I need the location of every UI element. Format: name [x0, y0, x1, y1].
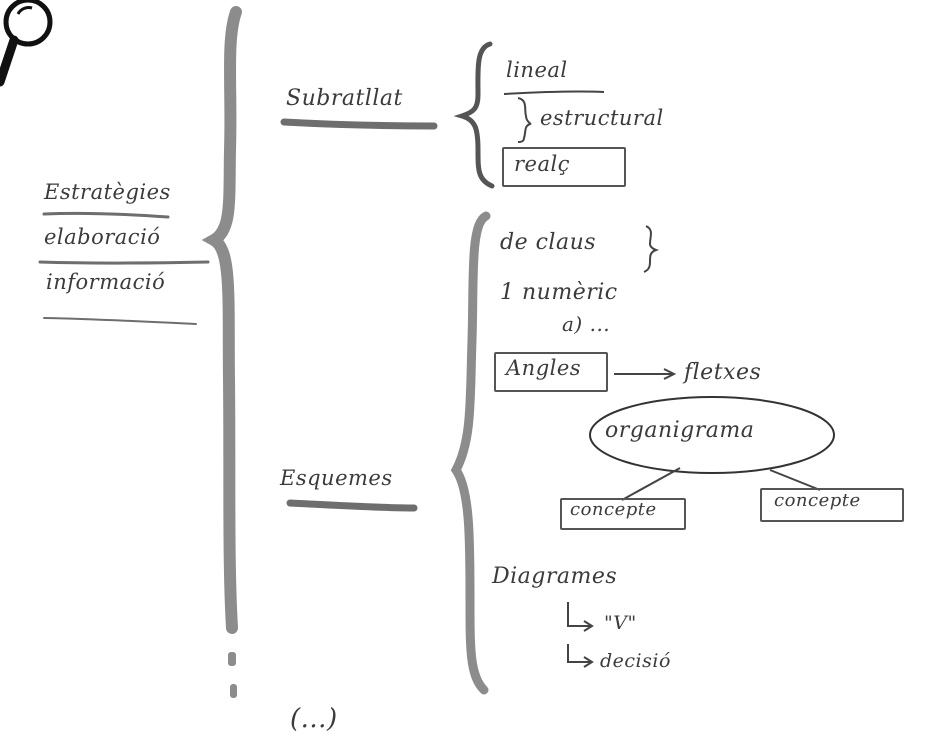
concepte-left-label: concepte [570, 499, 657, 520]
root-label-estrategies: Estratègies [44, 180, 171, 204]
main-brace [201, 6, 242, 634]
organigrama-links [621, 467, 821, 501]
esquemes-numeric: 1 numèric [500, 280, 618, 305]
estructural-brace [517, 97, 532, 143]
subratllat-underline [280, 118, 438, 130]
root-label-informacio: informació [46, 270, 166, 294]
esquemes-diagrames: Diagrames [492, 564, 618, 589]
angles-box [494, 352, 608, 392]
subratllat-item-estructural: estructural [540, 106, 664, 130]
concepte-left-box [560, 498, 686, 530]
organigrama-node [589, 396, 835, 474]
de-claus-brace [643, 225, 660, 273]
magnifier-icon [0, 0, 53, 87]
diagrames-v-arrow [567, 602, 594, 632]
concepte-right-label: concepte [774, 490, 861, 511]
esquemes-fletxes: fletxes [684, 360, 762, 385]
subratllat-brace [453, 41, 495, 189]
esquemes-underline [286, 499, 418, 512]
subratllat-item-realc: realç [514, 152, 570, 176]
concepte-right-box [760, 488, 904, 522]
diagrames-decisio-arrow [567, 644, 594, 668]
esquemes-de-claus: de claus [500, 230, 597, 255]
subratllat-item-lineal: lineal [506, 58, 568, 82]
esquemes-angles: Angles [506, 356, 582, 380]
esquemes-numeric-sub: a) ... [562, 312, 611, 336]
organigrama-label: organigrama [605, 418, 755, 443]
angles-arrow [614, 368, 677, 380]
subratllat-title: Subratllat [286, 86, 403, 111]
esquemes-title: Esquemes [280, 466, 393, 490]
diagrames-v: "V" [604, 612, 637, 634]
realc-box [502, 147, 626, 187]
continuation-dots [228, 652, 237, 698]
continuation-ellipsis: (...) [290, 704, 338, 734]
esquemes-brace [450, 211, 491, 695]
root-underlines [38, 211, 210, 325]
root-label-elaboracio: elaboració [44, 225, 161, 249]
lineal-underline [503, 90, 605, 95]
diagrames-decisio: decisió [600, 650, 671, 672]
